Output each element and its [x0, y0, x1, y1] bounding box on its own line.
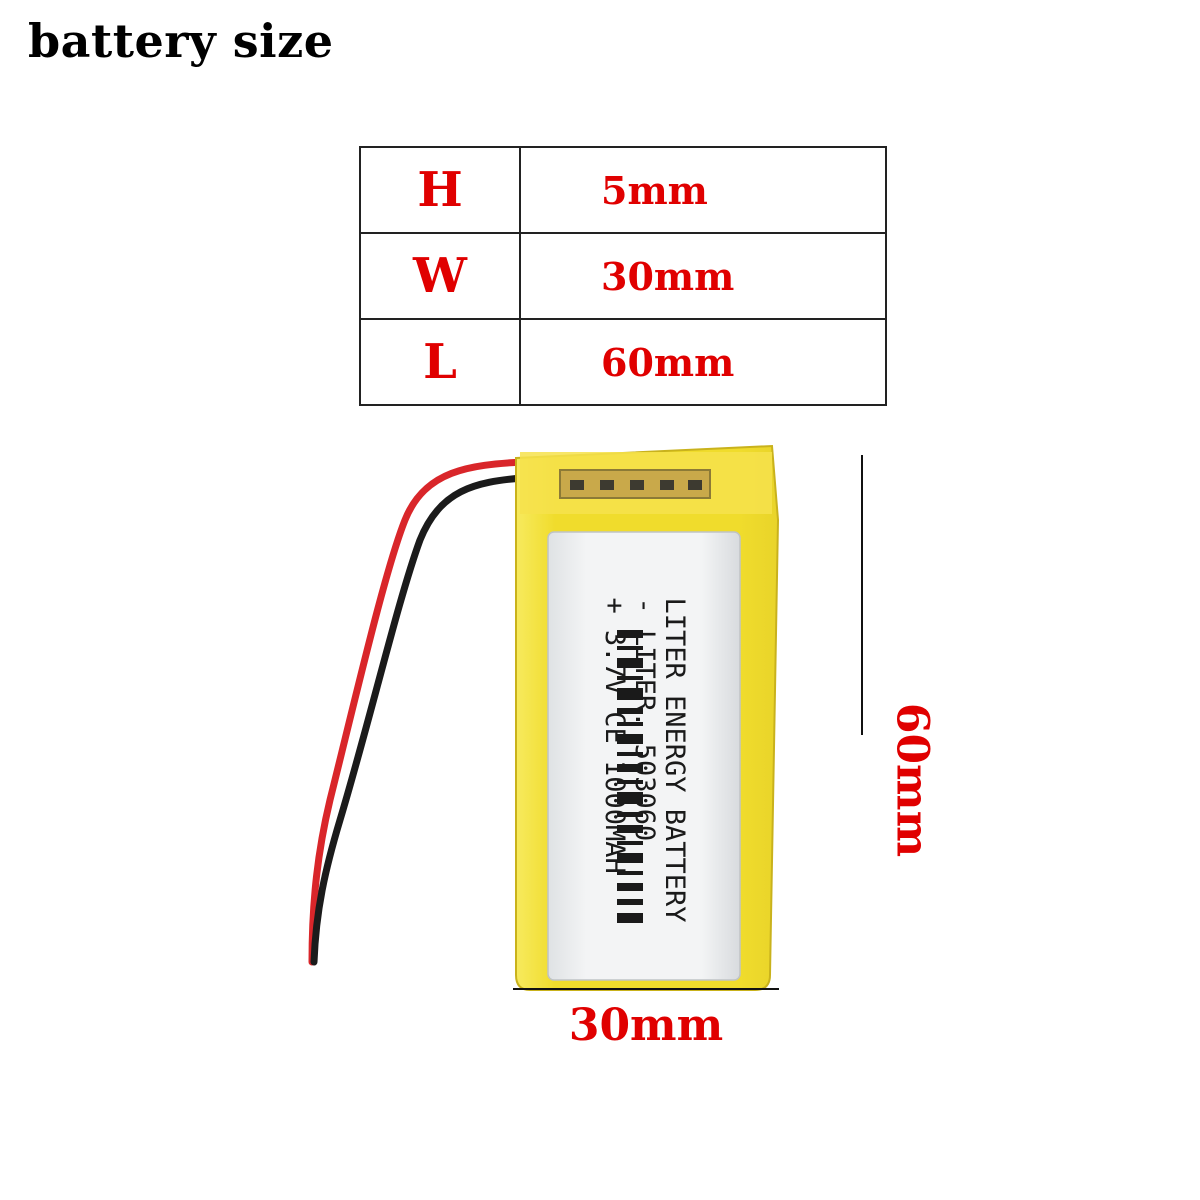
battery-rating-text: + 3.7V CE 1000MAH	[599, 597, 630, 874]
page-title: battery size	[28, 14, 334, 68]
barcode	[617, 630, 643, 923]
spec-row-width: W 30mm	[359, 232, 887, 320]
spec-row-height: H 5mm	[359, 146, 887, 234]
spec-key: H	[359, 146, 521, 234]
red-wire	[308, 458, 526, 966]
spec-value: 5mm	[519, 146, 887, 234]
spec-key: W	[359, 232, 521, 320]
spec-row-length: L 60mm	[359, 318, 887, 406]
battery-model-text: - LITER. 503060	[629, 597, 660, 842]
width-dimension-line	[513, 988, 779, 990]
length-dimension-label: 60mm	[886, 702, 938, 858]
width-dimension-label: 30mm	[568, 1000, 724, 1051]
spec-value: 60mm	[519, 318, 887, 406]
battery-brand-text: LITER ENERGY BATTERY	[659, 597, 690, 923]
spec-value: 30mm	[519, 232, 887, 320]
spec-key: L	[359, 318, 521, 406]
battery-cell	[547, 531, 741, 981]
battery-label-print: LITER ENERGY BATTERY - LITER. 503060 + 3…	[599, 597, 690, 923]
black-wire	[310, 474, 526, 966]
spec-table: H 5mm W 30mm L 60mm	[359, 146, 887, 406]
length-dimension-line	[861, 455, 863, 735]
